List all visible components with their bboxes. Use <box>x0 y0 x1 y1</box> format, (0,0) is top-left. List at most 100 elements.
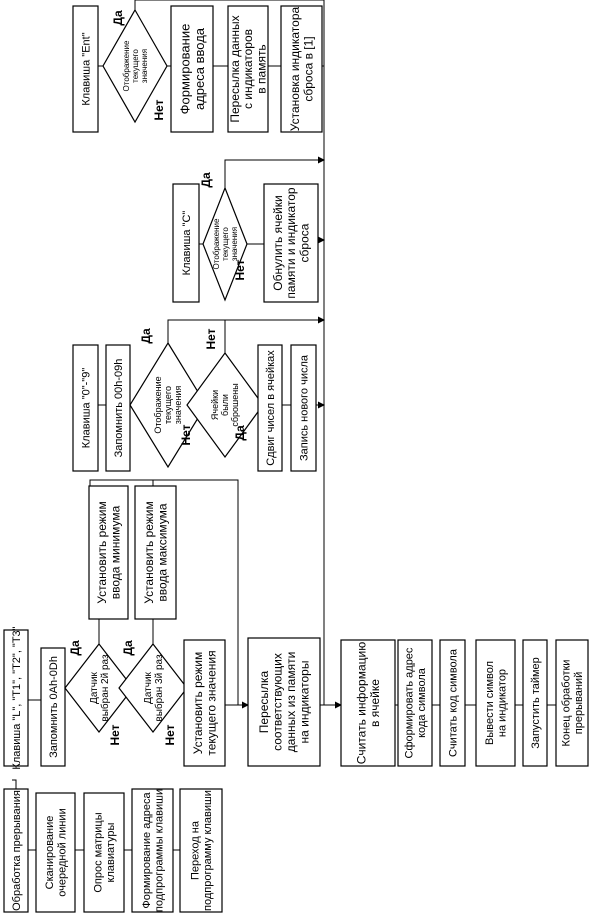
jump-block-line: Переход на <box>190 820 202 880</box>
display-current-decision-2-line: текущего <box>221 227 230 261</box>
cells-reset-decision-line: были <box>220 394 230 416</box>
reset-cells-block-box <box>263 183 319 303</box>
current-mode-block-box <box>183 639 226 767</box>
key-c-block-line: Клавиша "C" <box>181 211 193 276</box>
connector-line <box>89 479 249 709</box>
min-mode-block-line: Установить режим <box>95 501 109 604</box>
form-block-line: подпрограммы клавиши <box>154 789 166 912</box>
start-block-line: Обработка прерывания <box>11 790 23 911</box>
sensor-2nd-decision-diamond <box>64 643 134 733</box>
reset-cells-block-line: сброса <box>298 223 312 262</box>
key-09-block-box <box>72 344 99 472</box>
connector-line <box>134 0 325 640</box>
display-current-decision-2-line: Отображение <box>212 218 221 269</box>
display-current-decision-1-line: текущего <box>163 386 173 424</box>
form-code-address-block-line: Сформировать адрес <box>404 647 416 758</box>
read-info-block-line: Считать информацию <box>354 642 368 764</box>
display-current-decision-1-diamond <box>129 341 207 469</box>
send-data-block-box <box>247 637 321 767</box>
end-block-box <box>555 639 589 767</box>
form-code-address-block-box <box>397 639 433 767</box>
send-data-block-line: соответствующих <box>270 653 284 751</box>
min-mode-block-box <box>88 485 129 620</box>
start-block: Обработка прерывания <box>11 790 23 911</box>
no-label-3: Нет <box>204 328 218 349</box>
write-number-block-line: Запись нового числа <box>298 354 310 461</box>
start-timer-block: Запустить таймер <box>530 657 542 749</box>
end-block-line: прерываний <box>573 672 585 734</box>
read-info-block-box <box>340 639 396 767</box>
key-lt-block: Клавиша "L", "T1", "T2", "T3" <box>11 626 23 769</box>
connector-line <box>167 316 325 343</box>
send-data-block-line: данных из памяти <box>284 652 298 753</box>
form-block-box <box>131 788 174 913</box>
reset-cells-block-line: Обнулить ячейки <box>271 195 285 290</box>
key-09-block-line: Клавиша "0"-"9" <box>80 368 92 449</box>
cells-reset-decision-line: Ячейки <box>210 390 220 420</box>
display-current-decision-3-line: текущего <box>131 49 140 83</box>
set-indicator-block-line: Установка индикатора <box>288 6 302 131</box>
display-current-decision-3-line: Отображение <box>122 40 131 91</box>
start-timer-block-line: Запустить таймер <box>530 657 542 749</box>
jump-block-box <box>179 788 223 913</box>
scan-block-line: очередной линии <box>57 808 69 896</box>
output-symbol-block-box <box>475 639 516 767</box>
sensor-3rd-decision-diamond <box>118 643 188 733</box>
sensor-3rd-decision-line: выбран 3й раз <box>153 654 165 722</box>
poll-block-line: клавиатуры <box>105 822 117 882</box>
max-mode-block-line: ввода максимума <box>155 503 169 602</box>
yes-label-4: Да <box>233 425 247 441</box>
no-label-6: Нет <box>152 99 166 120</box>
key-ent-block-line: Клавиша "Ent" <box>80 32 92 105</box>
key-ent-block-box <box>72 5 99 133</box>
no-label-1: Нет <box>108 724 122 745</box>
display-current-decision-3-diamond <box>102 8 168 124</box>
sensor-3rd-decision-line: Датчик <box>143 671 154 703</box>
store-00-block: Запомнить 00h-09h <box>113 359 125 458</box>
display-current-decision-2-line: значения <box>230 227 239 261</box>
start-timer-block-box <box>522 639 548 767</box>
start-block-box <box>3 788 29 913</box>
scan-block-box <box>35 792 76 913</box>
store-00-block-line: Запомнить 00h-09h <box>113 359 125 458</box>
write-number-block: Запись нового числа <box>298 354 310 461</box>
copy-data-block-box <box>227 5 269 133</box>
current-mode-block-line: Установить режим <box>191 652 205 755</box>
no-label-2: Нет <box>163 724 177 745</box>
connector-line <box>224 156 325 188</box>
output-symbol-block-line: Вывести символ <box>484 661 496 745</box>
connector-line <box>12 779 17 789</box>
store-0a-block-line: Запомнить 0Ah-0Dh <box>48 656 60 758</box>
copy-data-block-line: в память <box>255 44 269 93</box>
form-address-block-line: адреса ввода <box>192 27 207 110</box>
read-code-block-line: Считать код символа <box>447 648 459 757</box>
sensor-2nd-decision-line: Датчик <box>89 671 100 703</box>
no-label-4: Нет <box>179 424 193 445</box>
copy-data-block-line: с индикаторов <box>241 29 255 109</box>
shift-numbers-block-line: Сдвиг чисел в ячейках <box>265 350 277 466</box>
output-symbol-block-line: на индикатор <box>497 669 509 737</box>
key-c-block-box <box>172 183 200 303</box>
read-info-block-line: в ячейке <box>368 679 382 727</box>
set-indicator-block-box <box>280 5 323 133</box>
store-0a-block: Запомнить 0Ah-0Dh <box>48 656 60 758</box>
read-code-block-box <box>439 639 466 767</box>
